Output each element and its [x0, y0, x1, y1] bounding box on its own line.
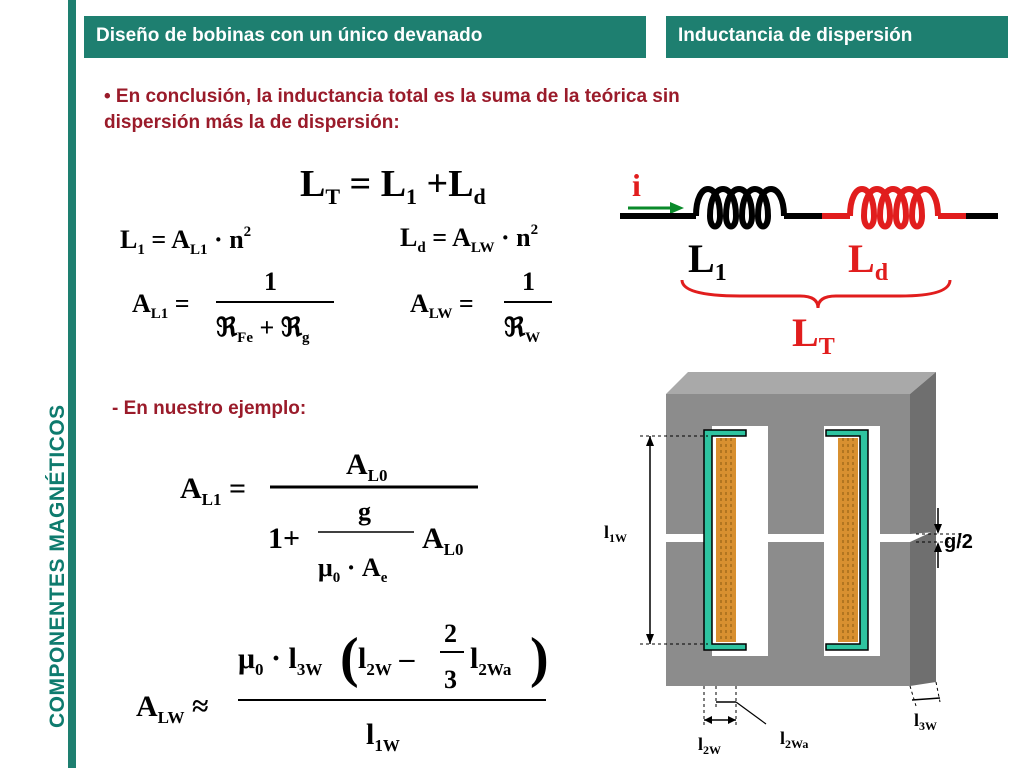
svg-text:): )	[530, 627, 549, 689]
svg-text:2: 2	[444, 619, 457, 648]
left-bobbin	[703, 429, 747, 651]
total-inductance-equation: LT = L1 +Ld	[300, 163, 486, 209]
side-band	[0, 0, 68, 768]
svg-text:ALW =: ALW =	[410, 289, 474, 322]
inductor-l1-icon	[693, 186, 787, 230]
right-winding	[838, 438, 858, 642]
label-ld: Ld	[848, 236, 889, 286]
svg-text:l2Wa: l2Wa	[470, 642, 512, 679]
core-top-face	[666, 372, 936, 394]
alw-reluctance-equation: ALW = 1 ℜW	[410, 267, 552, 346]
header-left-title: Diseño de bobinas con un único devanado	[84, 16, 646, 58]
svg-text:AL1 =: AL1 =	[132, 289, 190, 322]
svg-text:AL0: AL0	[346, 448, 388, 485]
inductor-ld-icon	[847, 186, 941, 230]
svg-text:l1W: l1W	[366, 718, 400, 755]
window-width-label: l2W	[698, 734, 721, 757]
svg-text:1: 1	[264, 267, 277, 296]
svg-text:l2W –: l2W –	[358, 642, 415, 679]
svg-text:AL0: AL0	[422, 522, 464, 559]
svg-text:3: 3	[444, 665, 457, 694]
al1-reluctance-equation: AL1 = 1 ℜFe + ℜg	[132, 267, 334, 346]
header-right-title: Inductancia de dispersión	[666, 16, 1008, 58]
side-accent-line	[68, 0, 76, 768]
current-label: i	[632, 167, 641, 203]
winding-width-label: l2Wa	[780, 728, 808, 751]
svg-text:ALW ≈: ALW ≈	[136, 690, 208, 727]
svg-text:L1 = AL1 · n2: L1 = AL1 · n2	[120, 224, 251, 258]
current-arrowhead-icon	[670, 202, 684, 214]
core-winding-diagram: l1W g/2 l2W l2Wa l3W	[604, 372, 973, 757]
inductor-circuit-diagram: i L1 Ld LT	[620, 167, 998, 360]
svg-text:1: 1	[522, 267, 535, 296]
brace-icon	[680, 279, 952, 309]
svg-text:Ld = ALW · n2: Ld = ALW · n2	[400, 222, 538, 256]
label-lt: LT	[792, 310, 835, 360]
svg-text:1+: 1+	[268, 522, 300, 555]
gap-label: g/2	[944, 531, 973, 553]
svg-text:LT = L1 +Ld: LT = L1 +Ld	[300, 163, 486, 209]
svg-text:(: (	[340, 627, 359, 689]
l1-equation: L1 = AL1 · n2	[120, 224, 251, 258]
conclusion-bullet: • En conclusión, la inductancia total es…	[104, 86, 680, 133]
ld-equation: Ld = ALW · n2	[400, 222, 538, 256]
right-bobbin	[825, 429, 869, 651]
svg-text:g: g	[358, 497, 371, 526]
svg-text:ℜFe + ℜg: ℜFe + ℜg	[216, 313, 310, 346]
label-l1: L1	[688, 236, 727, 286]
leg-width-label: l3W	[914, 710, 937, 733]
svg-text:ℜW: ℜW	[504, 313, 540, 346]
svg-text:μ0 · l3W: μ0 · l3W	[238, 642, 322, 679]
svg-text:μ0 · Ae: μ0 · Ae	[318, 553, 388, 586]
left-winding	[716, 438, 736, 642]
alw-example-equation: ALW ≈ μ0 · l3W ( l2W – 2 3 l2Wa ) l1W	[136, 619, 549, 755]
svg-text:AL1 =: AL1 =	[180, 472, 246, 509]
window-height-label: l1W	[604, 522, 627, 545]
example-label: - En nuestro ejemplo:	[112, 398, 307, 419]
al1-example-equation: AL1 = AL0 1+ g μ0 · Ae AL0	[180, 448, 478, 586]
